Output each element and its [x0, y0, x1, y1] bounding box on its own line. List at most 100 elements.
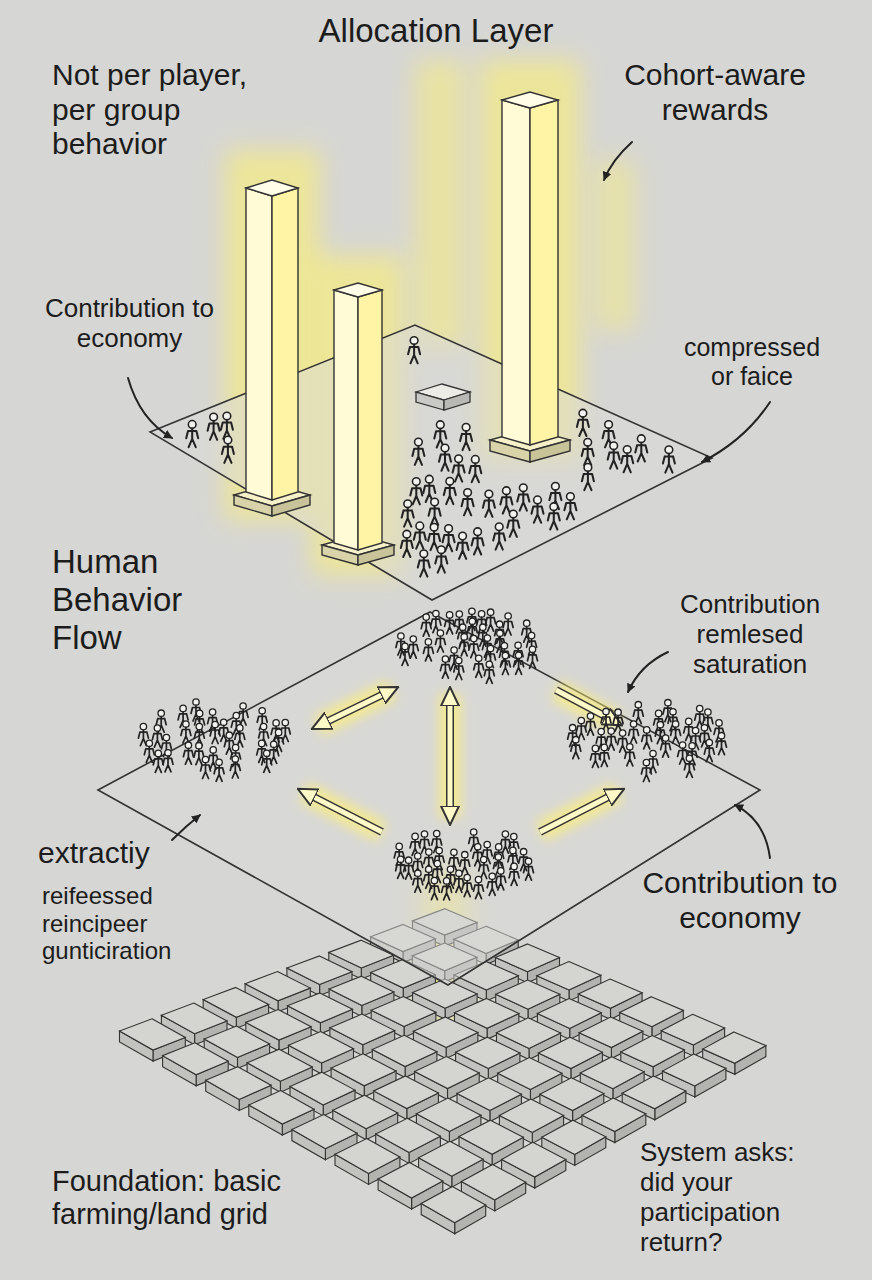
person-figure — [442, 878, 452, 900]
leader-arrow — [172, 815, 200, 840]
land-tile — [461, 1164, 525, 1200]
land-tile — [582, 1098, 646, 1132]
person-figure — [235, 725, 245, 747]
land-tile — [415, 1057, 480, 1089]
person-figure — [224, 732, 234, 754]
land-tile — [287, 956, 352, 985]
land-tile — [290, 1072, 355, 1105]
annotation-label: Contribution remlesed saturation — [660, 590, 840, 680]
person-figure — [144, 740, 154, 762]
land-tile — [502, 1142, 566, 1177]
allocation-plane — [150, 325, 712, 600]
person-figure — [153, 750, 163, 772]
land-tile — [335, 1139, 400, 1174]
crowd-allocation — [186, 337, 675, 577]
land-tile — [249, 1091, 314, 1125]
land-tile — [288, 993, 353, 1023]
person-figure — [214, 759, 224, 781]
person-figure — [410, 478, 422, 505]
leader-arrows — [128, 142, 770, 858]
person-figure — [210, 721, 220, 743]
land-tile — [120, 1019, 186, 1050]
person-figure — [462, 489, 474, 516]
person-figure — [186, 421, 198, 448]
person-figure — [408, 337, 420, 364]
person-figure — [582, 438, 594, 465]
land-tile — [457, 1078, 521, 1111]
person-figure — [532, 496, 544, 523]
person-figure — [661, 735, 671, 757]
arrow-outline — [304, 690, 618, 832]
land-tile — [661, 1014, 724, 1045]
annotation-label: Human Behavior Flow — [52, 543, 192, 657]
land-tile — [330, 1014, 395, 1045]
person-figure — [503, 613, 513, 635]
person-figure — [577, 409, 589, 436]
person-figure — [183, 742, 193, 764]
person-figure — [418, 550, 430, 577]
leader-arrow — [702, 402, 770, 462]
person-figure — [462, 874, 472, 896]
person-figure — [208, 413, 220, 440]
pillar-face — [272, 188, 298, 500]
land-tile — [206, 1067, 271, 1100]
person-figure — [460, 423, 472, 450]
person-figure — [474, 876, 484, 898]
person-figure — [472, 528, 484, 555]
annotation-label: Foundation: basic farming/land grid — [52, 1165, 382, 1232]
pillar-top — [502, 92, 558, 108]
person-figure — [629, 721, 639, 743]
person-figure — [493, 523, 505, 550]
land-tile — [245, 972, 310, 1001]
annotation-label: System asks: did your participation retu… — [640, 1138, 825, 1258]
land-tile — [703, 1032, 766, 1063]
person-figure — [230, 756, 240, 778]
person-figure — [429, 498, 441, 525]
land-tile — [456, 1037, 520, 1068]
annotation-label: Not per player, per group behavior — [52, 58, 267, 162]
person-figure — [500, 831, 510, 853]
pedestal-side — [416, 392, 444, 410]
person-figure — [548, 503, 560, 530]
person-figure — [678, 742, 688, 764]
land-tile — [499, 1099, 563, 1132]
person-figure — [500, 652, 510, 674]
pillar-face — [334, 290, 358, 550]
person-figure — [201, 756, 211, 778]
land-tile — [372, 1035, 437, 1066]
flow-arrow — [540, 792, 618, 832]
person-figure — [444, 477, 456, 504]
person-figure — [435, 546, 447, 573]
person-figure — [413, 870, 423, 892]
person-figure — [412, 438, 424, 465]
person-figure — [222, 436, 234, 463]
person-figure — [469, 635, 479, 657]
person-figure — [404, 857, 414, 879]
land-tile — [289, 1032, 354, 1063]
light-beam — [595, 160, 635, 330]
person-figure — [473, 844, 483, 866]
annotation-label: Contribution to economy — [640, 866, 840, 935]
annotation-label: Cohort-aware rewards — [605, 58, 825, 127]
land-tile — [621, 1036, 685, 1067]
leader-arrow — [628, 652, 668, 692]
person-figure — [428, 523, 440, 550]
land-tile — [413, 1017, 478, 1048]
person-figure — [500, 487, 512, 514]
annotation-label: compressed or faice — [672, 333, 832, 391]
person-figure — [663, 446, 675, 473]
leader-arrow — [128, 378, 172, 438]
land-tile — [329, 976, 394, 1005]
land-tile — [376, 1118, 441, 1152]
land-tile — [580, 1057, 644, 1089]
person-figure — [423, 639, 433, 661]
person-figure — [486, 609, 496, 631]
land-tile — [203, 987, 268, 1017]
land-tile — [538, 1037, 602, 1068]
person-figure — [421, 614, 431, 636]
person-figure — [459, 634, 469, 656]
person-figure — [717, 733, 727, 755]
diagram-title: Allocation Layer — [0, 12, 872, 50]
leader-arrow — [735, 805, 770, 858]
person-figure — [221, 412, 233, 439]
